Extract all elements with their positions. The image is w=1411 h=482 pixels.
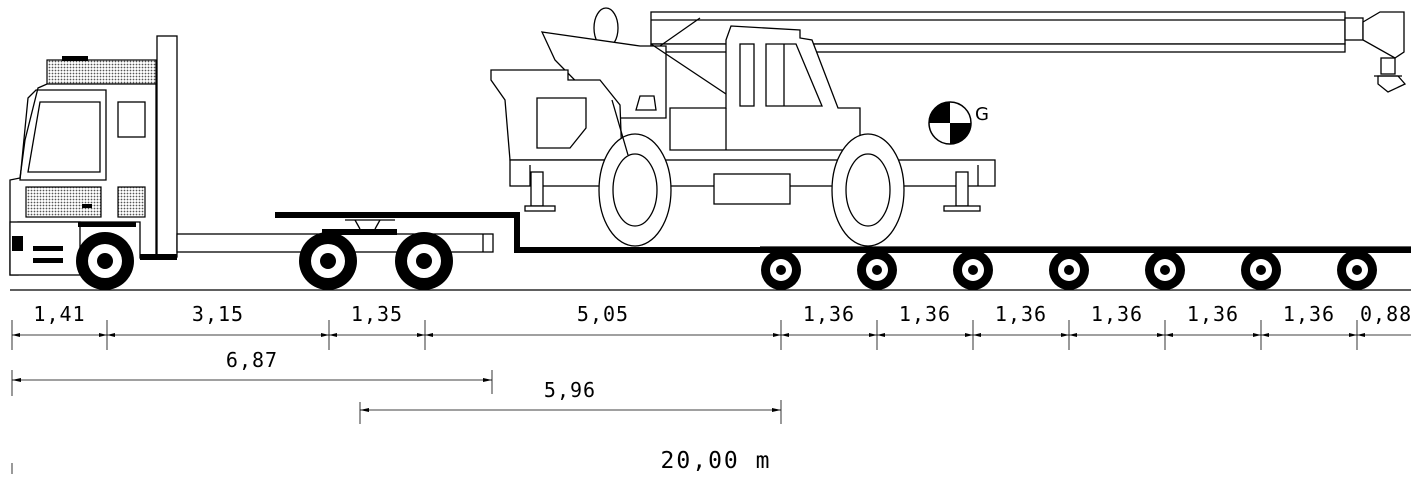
dimension-label: 1,36 (1091, 302, 1143, 326)
trailer-wheel (857, 250, 897, 290)
dimension-label: 1,36 (899, 302, 951, 326)
gooseneck-length-label: 5,96 (544, 378, 596, 402)
dimension-label: 1,41 (33, 302, 85, 326)
roof-spoiler (46, 59, 157, 85)
wheel-set (76, 232, 1377, 290)
dimension-label: 1,36 (1283, 302, 1335, 326)
tractor-length-label: 6,87 (226, 348, 278, 372)
trailer-wheel (761, 250, 801, 290)
lowbed-trailer (275, 212, 1411, 253)
top-dimension-chain: 1,41 3,15 1,35 5,05 1,36 1,36 1,36 1,36 1,36 1,36… (11, 302, 1411, 350)
dimension-label: 1,36 (803, 302, 855, 326)
dimension-label: 1,35 (351, 302, 403, 326)
dimension-label: 5,05 (577, 302, 629, 326)
truck-wheel (395, 232, 453, 290)
dimension-label: 1,36 (995, 302, 1047, 326)
truck-wheel (76, 232, 134, 290)
truck-wheel (299, 232, 357, 290)
dimension-label: 3,15 (192, 302, 244, 326)
trailer-wheel (1049, 250, 1089, 290)
cg-label: G (975, 104, 989, 125)
total-length-label: 20,00 m (661, 448, 772, 474)
dimension-label: 1,36 (1187, 302, 1239, 326)
trailer-wheel (1337, 250, 1377, 290)
exhaust-stack (156, 35, 178, 258)
gooseneck-length-dimension: 5,96 (359, 378, 782, 424)
trailer-wheel (953, 250, 993, 290)
dimension-label: 0,88 (1360, 302, 1411, 326)
crane-wheel-front (831, 133, 905, 247)
tractor-length-dimension: 6,87 (11, 348, 493, 396)
trailer-wheel (1145, 250, 1185, 290)
trailer-wheel (1241, 250, 1281, 290)
center-of-gravity-icon (928, 101, 972, 145)
crane-wheel-rear (598, 133, 672, 247)
mobile-crane (490, 7, 1407, 247)
